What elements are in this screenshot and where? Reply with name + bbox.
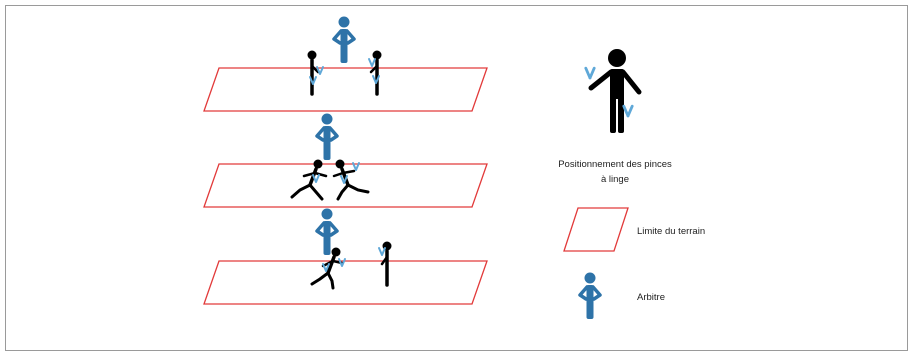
legend-referee-label: Arbitre (637, 292, 665, 303)
field-bottom (203, 260, 488, 305)
referee-figure-icon (315, 111, 339, 162)
legend-player-with-clothespins-icon (584, 49, 642, 133)
legend-field-icon (563, 207, 629, 252)
player-stick-figure-icon (368, 50, 382, 96)
field-top (203, 67, 488, 112)
field-middle (203, 163, 488, 208)
player-stick-figure-icon (378, 241, 392, 287)
referee-figure-icon (332, 14, 356, 65)
diagram-frame (5, 5, 908, 351)
clothespin-icon (622, 104, 634, 118)
legend-field-label: Limite du terrain (637, 226, 706, 237)
running-player-icon (332, 159, 370, 201)
clothespin-icon (584, 66, 596, 80)
legend-referee-icon (578, 270, 602, 321)
running-player-icon (290, 159, 328, 201)
player-stick-figure-icon (307, 50, 324, 96)
running-player-icon (310, 247, 346, 290)
legend-clothespin-label: Positionnement des pinces à linge (558, 159, 672, 185)
